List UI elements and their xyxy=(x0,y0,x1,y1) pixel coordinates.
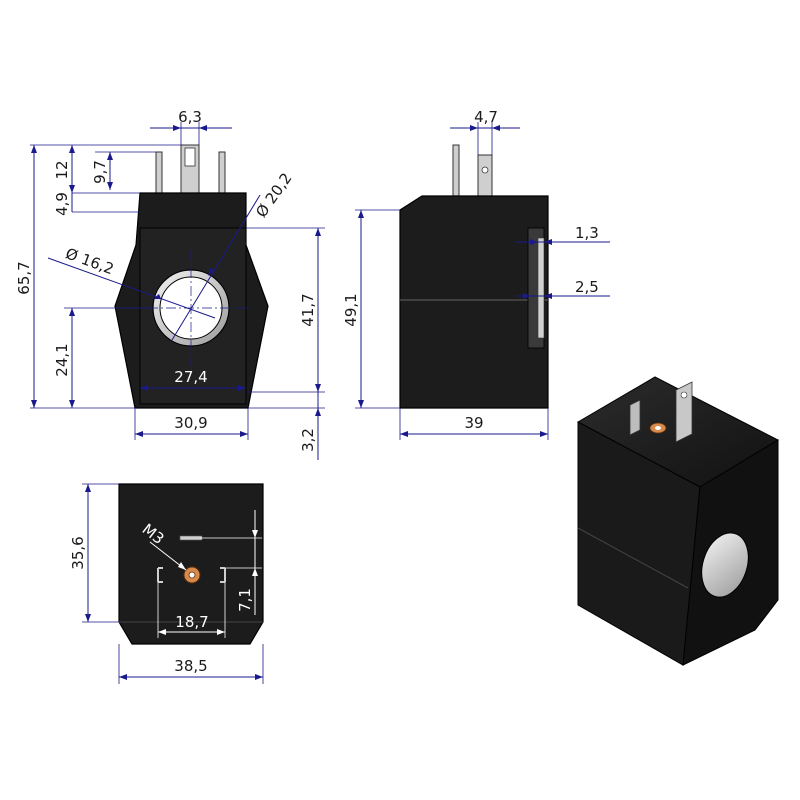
dim-bottom-width: 38,5 xyxy=(174,657,207,675)
side-coil-body xyxy=(399,195,549,409)
side-view: 4,7 49,1 1,3 2,5 39 xyxy=(342,108,610,440)
side-pin-right xyxy=(477,154,493,198)
front-pin-left xyxy=(155,151,163,195)
side-pin-left xyxy=(452,144,460,198)
dim-front-bottom-offset: 3,2 xyxy=(299,428,317,452)
dim-front-face-width: 27,4 xyxy=(174,368,207,386)
dim-front-body-width: 30,9 xyxy=(174,414,207,432)
front-view: 6,3 12 9,7 4,9 65,7 24,1 Ø 20 xyxy=(15,108,325,460)
dim-bottom-pin-spacing: 18,7 xyxy=(175,613,208,631)
isometric-view xyxy=(576,376,780,666)
iso-bore xyxy=(701,532,749,598)
dim-front-body-height: 41,7 xyxy=(299,293,317,326)
dim-front-bore-center: 24,1 xyxy=(53,343,71,376)
bottom-view: M3 35,6 18,7 7,1 38,5 xyxy=(69,483,264,684)
dim-side-height: 49,1 xyxy=(342,293,360,326)
dim-bottom-height: 35,6 xyxy=(69,536,87,569)
dim-front-9-7: 9,7 xyxy=(91,160,109,184)
dim-front-4-9: 4,9 xyxy=(53,192,71,216)
dim-side-gap-1-3: 1,3 xyxy=(575,224,599,242)
dim-front-12: 12 xyxy=(53,160,71,179)
front-pin-right xyxy=(218,151,226,195)
dim-side-pin-width: 4,7 xyxy=(474,108,498,126)
dim-side-gap-2-5: 2,5 xyxy=(575,278,599,296)
dim-front-total-height: 65,7 xyxy=(15,261,33,294)
dim-bottom-offset: 7,1 xyxy=(236,588,254,612)
dim-bore-outer: Ø 20,2 xyxy=(252,169,295,220)
dim-side-depth: 39 xyxy=(464,414,483,432)
dim-front-pin-spacing: 6,3 xyxy=(178,108,202,126)
